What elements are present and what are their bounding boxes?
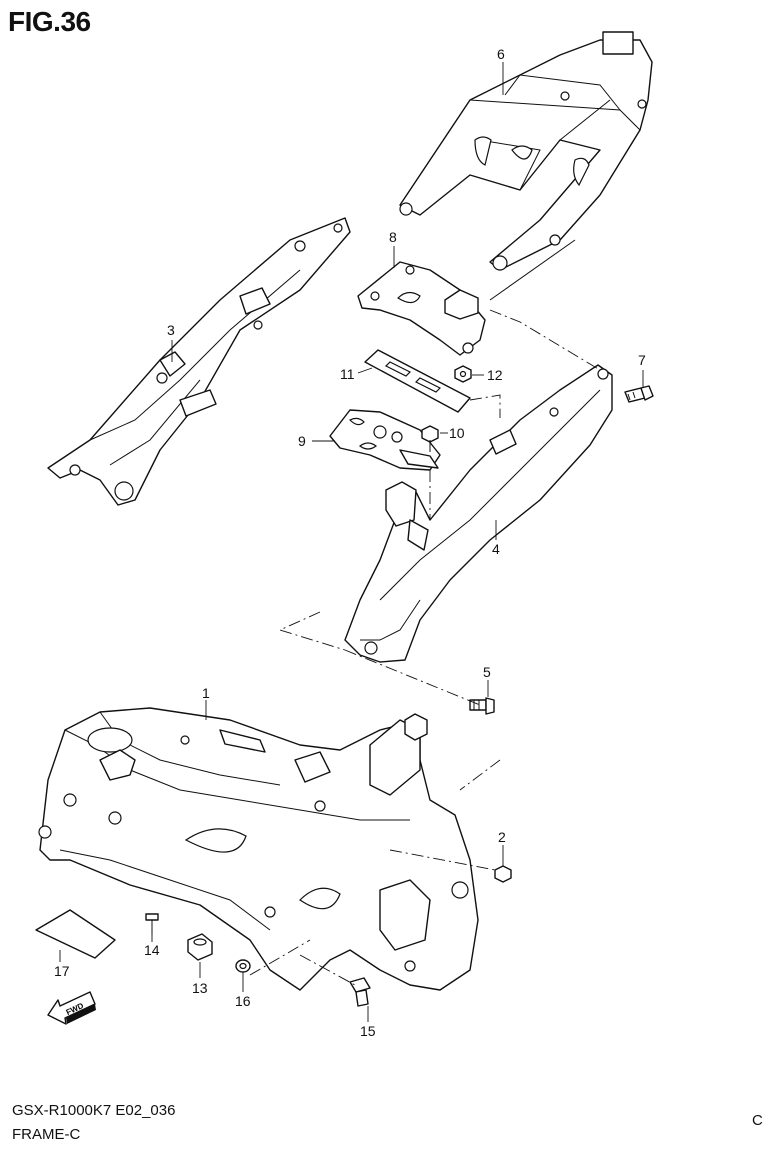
callout-9: 9 (298, 433, 306, 449)
part-8-bracket[interactable] (357, 261, 486, 356)
figure-title: FIG.36 (8, 6, 91, 37)
part-16-washer[interactable] (235, 959, 251, 973)
callout-11: 11 (340, 366, 355, 382)
part-15-bolt[interactable] (349, 977, 371, 1007)
part-7-bolt[interactable] (624, 385, 654, 403)
part-1-main-frame[interactable] (38, 707, 479, 991)
callout-14: 14 (144, 942, 160, 958)
part-4-subframe[interactable] (344, 364, 613, 663)
part-10-bolt[interactable] (421, 425, 439, 452)
part-6-seat-rail-frame[interactable] (399, 31, 653, 271)
callout-13: 13 (192, 980, 208, 996)
callout-12: 12 (487, 367, 503, 383)
model-code: GSX-R1000K7 E02_036 (12, 1102, 176, 1119)
callout-16: 16 (235, 993, 251, 1009)
callout-10: 10 (449, 425, 465, 441)
part-17-label-sheet[interactable] (35, 909, 116, 959)
part-5-bolt[interactable] (469, 697, 495, 715)
assembly-lines (249, 239, 601, 986)
callout-1: 1 (202, 685, 210, 701)
callout-3: 3 (167, 322, 175, 338)
callout-6: 6 (497, 46, 505, 62)
part-2-nut[interactable] (494, 865, 512, 883)
callout-2: 2 (498, 829, 506, 845)
part-9-bracket[interactable] (329, 409, 441, 471)
callout-15: 15 (360, 1023, 376, 1039)
callout-4: 4 (492, 541, 500, 557)
part-11-plate[interactable] (364, 349, 471, 413)
part-12-nut[interactable] (454, 365, 472, 383)
section-name: FRAME-C (12, 1126, 81, 1143)
callout-17: 17 (54, 963, 70, 979)
callout-5: 5 (483, 664, 491, 680)
part-14-bolt[interactable] (145, 913, 159, 935)
fwd-arrow-icon: FWD (47, 991, 96, 1025)
edge-text: C (752, 1112, 763, 1129)
part-13-collar[interactable] (187, 933, 213, 961)
part-3-seat-rail-left[interactable] (47, 217, 351, 506)
callout-8: 8 (389, 229, 397, 245)
callout-7: 7 (638, 352, 646, 368)
